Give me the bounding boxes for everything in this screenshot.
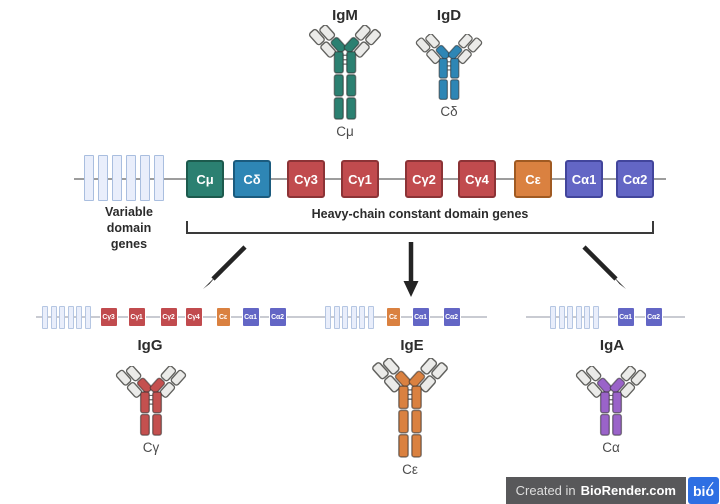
variable-gene-segments-small	[325, 305, 374, 329]
variable-gene-bar	[154, 155, 164, 201]
igm-figure: IgM Cμ	[297, 7, 393, 140]
igd-figure: IgD Cδ	[406, 7, 492, 120]
constant-domain-bracket	[186, 221, 654, 234]
cepsilon-caption: Cε	[402, 462, 418, 477]
variable-gene-bar	[98, 155, 108, 201]
constant-gene-row: Cμ Cδ Cγ3 Cγ1 Cγ2 Cγ4 Cε Cα1 Cα2	[186, 160, 654, 198]
variable-gene-bar	[126, 155, 136, 201]
variable-gene-bar	[367, 305, 374, 329]
variable-gene-bar	[558, 305, 565, 329]
variable-gene-bar	[342, 305, 348, 329]
variable-gene-bar	[84, 155, 94, 201]
variable-gene-segments	[84, 155, 164, 201]
variable-gene-bar	[42, 305, 48, 329]
cgamma-caption: Cγ	[142, 440, 160, 455]
gene-box-cgamma3: Cγ3	[287, 160, 325, 198]
iga-gene-row: Cα1 Cα2	[526, 304, 685, 330]
variable-gene-bar	[67, 305, 74, 329]
gene-box-small-cepsilon: Cε	[215, 307, 231, 327]
gene-box-small-calpha2: Cα2	[268, 307, 287, 327]
class-switch-arrow-right	[582, 245, 626, 289]
ige-antibody-icon	[369, 358, 451, 459]
gene-box-small-calpha1: Cα1	[411, 307, 430, 327]
constant-domain-genes-label: Heavy-chain constant domain genes	[311, 207, 529, 221]
badge-brand: BioRender.com	[580, 483, 676, 498]
gene-box-calpha2: Cα2	[616, 160, 654, 198]
gene-box-cgamma4: Cγ4	[458, 160, 496, 198]
variable-gene-segments-small	[550, 305, 599, 329]
gene-box-small-cepsilon: Cε	[385, 307, 401, 327]
variable-gene-bar	[333, 305, 340, 329]
ige-figure: Cε	[363, 358, 457, 478]
iga-figure: Cα	[568, 366, 654, 456]
igd-label: IgD	[436, 7, 462, 24]
gene-box-small-cgamma1: Cγ1	[127, 307, 146, 327]
igm-label: IgM	[332, 7, 358, 24]
badge-prefix: Created in	[515, 483, 576, 498]
gene-box-calpha1: Cα1	[565, 160, 603, 198]
igg-figure: Cγ	[108, 366, 194, 456]
class-switch-arrow-middle	[403, 242, 419, 297]
igg-gene-row: Cγ3 Cγ1 Cγ2 Cγ4 Cε Cα1 Cα2	[36, 304, 303, 330]
variable-gene-bar	[76, 305, 82, 329]
igd-antibody-icon	[413, 34, 485, 101]
variable-gene-bar	[550, 305, 556, 329]
gene-box-small-cgamma4: Cγ4	[184, 307, 203, 327]
variable-gene-bar	[50, 305, 57, 329]
gene-box-small-cgamma2: Cγ2	[159, 307, 178, 327]
gene-box-small-calpha1: Cα1	[616, 307, 635, 327]
variable-gene-bar	[359, 305, 365, 329]
gene-box-small-calpha2: Cα2	[442, 307, 461, 327]
iga-antibody-icon	[573, 366, 649, 437]
gene-box-cgamma1: Cγ1	[341, 160, 379, 198]
variable-gene-bar	[584, 305, 590, 329]
variable-domain-genes-label: Variable domain genes	[105, 205, 153, 251]
calpha-caption: Cα	[602, 440, 620, 455]
ige-row-label: IgE	[400, 337, 424, 354]
variable-gene-bar	[592, 305, 599, 329]
variable-gene-bar	[112, 155, 122, 201]
igm-antibody-icon	[306, 25, 384, 121]
iga-row-label: IgA	[599, 337, 625, 354]
igg-antibody-icon	[113, 366, 189, 437]
biorender-badge: Created in BioRender.com bio	[505, 477, 719, 504]
gene-box-cdelta: Cδ	[233, 160, 271, 198]
gene-box-cmu: Cμ	[186, 160, 224, 198]
gene-box-small-calpha1: Cα1	[241, 307, 260, 327]
gene-box-small-calpha2: Cα2	[644, 307, 663, 327]
variable-gene-bar	[575, 305, 582, 329]
variable-gene-bar	[140, 155, 150, 201]
biorender-logo: bio	[688, 477, 719, 504]
variable-gene-bar	[59, 305, 65, 329]
variable-gene-bar	[567, 305, 573, 329]
cmu-caption: Cμ	[336, 124, 354, 139]
igg-row-label: IgG	[137, 337, 163, 354]
class-switch-arrow-left	[203, 245, 247, 289]
variable-gene-bar	[325, 305, 331, 329]
variable-gene-segments-small	[42, 305, 91, 329]
gene-box-small-cgamma3: Cγ3	[99, 307, 118, 327]
variable-gene-bar	[350, 305, 357, 329]
ige-gene-row: Cε Cα1 Cα2	[303, 304, 487, 330]
gene-box-cepsilon: Cε	[514, 160, 552, 198]
gene-box-cgamma2: Cγ2	[405, 160, 443, 198]
variable-gene-bar	[84, 305, 91, 329]
biorender-credit: Created in BioRender.com	[505, 477, 686, 504]
cdelta-caption: Cδ	[440, 104, 458, 119]
